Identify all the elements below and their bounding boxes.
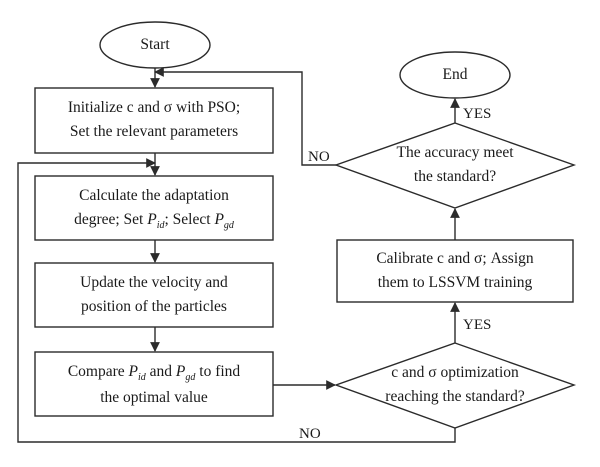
edge-label-yes-top: YES (463, 106, 492, 122)
optim-label: c and σ optimization reaching the standa… (355, 361, 555, 409)
calibrate-label: Calibrate c and σ; Assign them to LSSVM … (337, 247, 573, 295)
calc-line-2: degree; Set Pid; Select Pgd (74, 211, 234, 231)
compare-line-2: the optimal value (100, 389, 208, 406)
update-line-1: Update the velocity and (80, 274, 228, 291)
end-label: End (442, 66, 468, 83)
calibrate-line-2: them to LSSVM training (377, 274, 533, 291)
accuracy-line-1: The accuracy meet (396, 144, 514, 161)
calc-label: Calculate the adaptation degree; Set Pid… (35, 184, 273, 234)
edge-label-no-top: NO (308, 149, 330, 165)
edge-label-no-bottom: NO (299, 426, 321, 442)
calc-line-1: Calculate the adaptation (79, 187, 229, 204)
compare-line-1: Compare Pid and Pgd to find (67, 363, 241, 383)
optim-line-2: reaching the standard? (385, 388, 525, 405)
arrow-accuracy-no-loop (154, 67, 336, 166)
update-box (34, 262, 274, 328)
update-label: Update the velocity and position of the … (35, 271, 273, 319)
optim-line-1: c and σ optimization (391, 364, 519, 381)
compare-label: Compare Pid and Pgd to find the optimal … (35, 360, 273, 410)
init-label: Initialize c and σ with PSO; Set the rel… (35, 96, 273, 144)
calc-box (34, 175, 274, 241)
accuracy-decision (333, 122, 577, 209)
init-line-2: Set the relevant parameters (69, 123, 239, 140)
init-box (34, 87, 274, 154)
start-label: Start (140, 36, 170, 53)
arrow-optim-no-loop (17, 158, 456, 443)
end-terminal (399, 51, 511, 99)
compare-box (34, 351, 274, 417)
edge-label-yes-mid: YES (463, 317, 492, 333)
init-line-1: Initialize c and σ with PSO; (67, 99, 241, 116)
accuracy-line-2: the standard? (413, 168, 497, 185)
update-line-2: position of the particles (81, 298, 227, 315)
accuracy-label: The accuracy meet the standard? (355, 141, 555, 189)
calibrate-line-1: Calibrate c and σ; Assign (376, 250, 534, 267)
